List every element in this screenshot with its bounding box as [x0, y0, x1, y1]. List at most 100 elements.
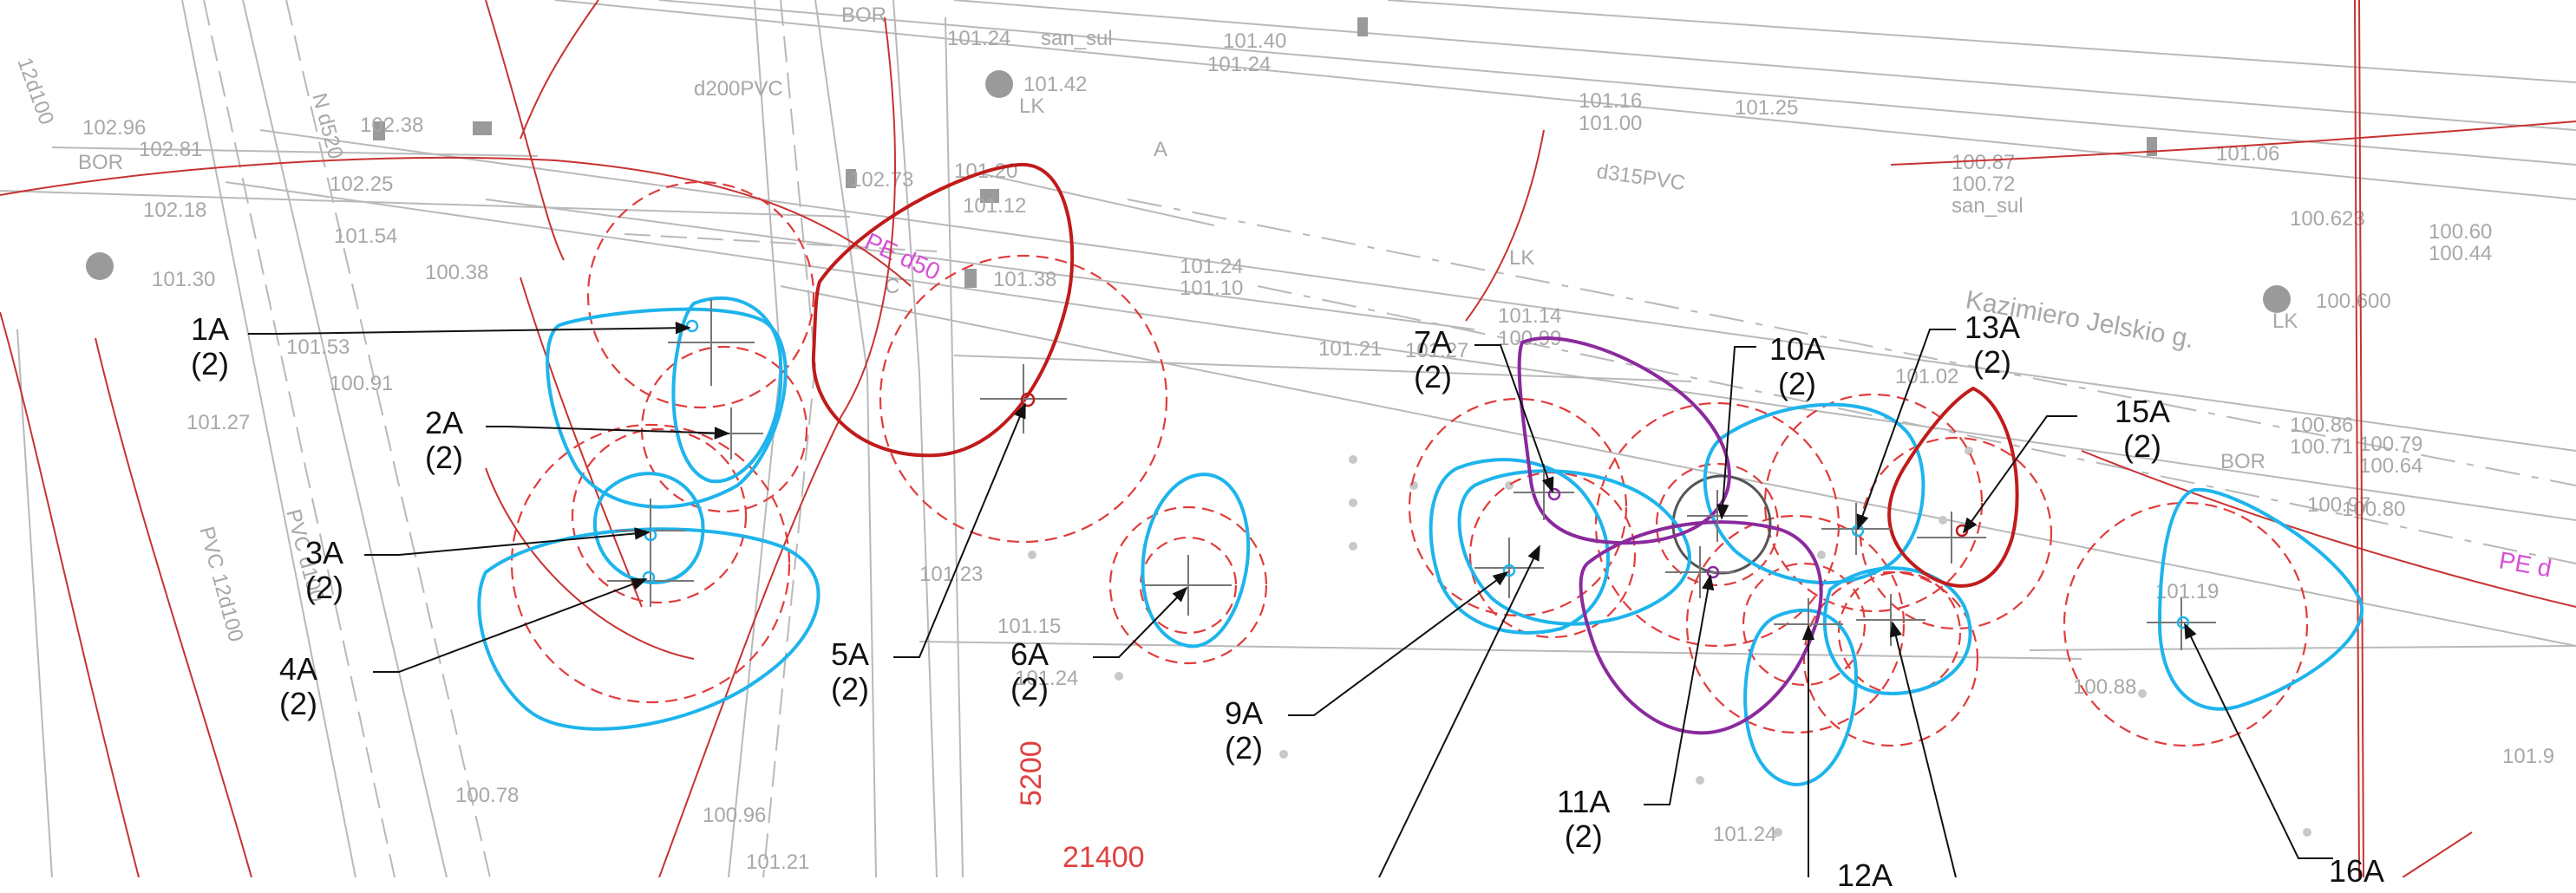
callout-2A[interactable]: 2A (2) — [425, 406, 463, 475]
callout-count: (2) — [2123, 428, 2162, 464]
elevation-label: 100.80 — [2342, 498, 2405, 521]
callout-11A[interactable]: 11A (2) — [1557, 785, 1610, 854]
callout-5A[interactable]: 5A (2) — [831, 637, 869, 707]
elevation-label: 100.79 — [2359, 433, 2422, 456]
callout-id: 15A — [2115, 394, 2171, 429]
callout-count: (2) — [1225, 730, 1264, 766]
elevation-label: 100.38 — [425, 261, 488, 284]
leader-5A — [893, 402, 1026, 658]
elevation-label: 101.16 — [1579, 89, 1642, 113]
elevation-label: 101.12 — [963, 194, 1026, 218]
leader-9A — [1288, 570, 1509, 716]
group-12A-left — [1743, 608, 1859, 787]
map-label: A — [1154, 138, 1167, 161]
map-label: BOR — [2220, 450, 2265, 473]
leader-3A — [364, 527, 651, 556]
callout-id: 1A — [191, 311, 230, 347]
leader-7A — [1474, 344, 1554, 493]
map-label: san_sul — [1952, 194, 2024, 218]
callout-1A[interactable]: 1A (2) — [191, 312, 229, 381]
callout-count: (2) — [191, 346, 230, 381]
callout-id: 5A — [831, 636, 870, 672]
callout-count: (2) — [425, 440, 464, 475]
elevation-label: 101.40 — [1223, 29, 1286, 53]
elevation-label: 100.60 — [2429, 220, 2492, 244]
elevation-label: 102.38 — [360, 114, 423, 137]
elevation-label: 101.00 — [1579, 112, 1642, 135]
group-13A — [1887, 386, 2019, 588]
callout-id: 4A — [279, 651, 318, 687]
elevation-label: 102.18 — [143, 199, 206, 222]
group-16A — [2157, 487, 2364, 711]
callout-12A[interactable]: 12A — [1837, 858, 1893, 893]
pipe-label: d200PVC — [694, 77, 783, 101]
elevation-label: 102.73 — [850, 168, 913, 192]
callout-4A[interactable]: 4A (2) — [279, 652, 317, 721]
callout-13A[interactable]: 13A (2) — [1965, 310, 2020, 380]
elevation-label: 101.30 — [152, 268, 215, 291]
leader-2A — [486, 426, 730, 440]
group-4A — [477, 527, 821, 731]
blue-group-shapes — [477, 296, 2364, 787]
map-label: BOR — [841, 3, 886, 27]
elevation-label: 100.600 — [2316, 290, 2391, 313]
elevation-label: 101.54 — [334, 225, 397, 248]
callout-3A[interactable]: 3A (2) — [305, 536, 343, 605]
leader-16A — [2184, 622, 2333, 859]
pipe-label: 12d100 — [12, 55, 58, 127]
callout-count: (2) — [279, 686, 318, 721]
elevation-label: 101.53 — [286, 336, 350, 359]
elevation-label: 100.71 — [2290, 435, 2353, 459]
map-label: san_sul — [1041, 27, 1113, 50]
callout-7A[interactable]: 7A (2) — [1414, 325, 1452, 394]
callout-id: 10A — [1769, 331, 1826, 367]
elevation-label: 100.78 — [455, 784, 519, 807]
elevation-label: 101.24 — [947, 27, 1010, 50]
map-label: LK — [1019, 95, 1044, 118]
elevation-label: 101.21 — [1318, 337, 1382, 361]
elevation-label: 102.25 — [330, 173, 393, 196]
elevation-label: 101.24 — [1713, 823, 1776, 846]
leader-13A — [1856, 329, 1956, 531]
leader-15A — [1962, 415, 2077, 534]
elevation-label: 100.97 — [2307, 493, 2370, 517]
pipe-label-pe: PE d — [2497, 546, 2553, 582]
callout-id: 2A — [425, 405, 464, 440]
elevation-label: 101.24 — [1180, 255, 1243, 278]
callout-count: (2) — [1778, 366, 1817, 401]
callout-15A[interactable]: 15A (2) — [2115, 394, 2170, 464]
elevation-label: 100.44 — [2429, 242, 2492, 265]
leader-11A — [1644, 574, 1715, 805]
callout-count: (2) — [1010, 671, 1049, 707]
elevation-label: 101.42 — [1023, 73, 1087, 96]
manhole-markers — [86, 17, 2291, 313]
callout-count: (2) — [831, 671, 870, 707]
callout-16A[interactable]: 16A — [2329, 854, 2384, 889]
group-5A — [811, 162, 1075, 458]
callout-count: (2) — [1414, 359, 1453, 394]
group-7A-outer — [1457, 469, 1691, 626]
callout-id: 3A — [305, 535, 344, 570]
callout-id: 9A — [1225, 695, 1264, 731]
callout-id: 13A — [1965, 310, 2021, 345]
elevation-label: 100.96 — [703, 804, 766, 827]
leader-lines — [248, 322, 2333, 877]
callout-6A[interactable]: 6A (2) — [1010, 637, 1049, 707]
callout-10A[interactable]: 10A (2) — [1769, 332, 1825, 401]
callout-count: (2) — [1564, 818, 1603, 854]
elevation-label: 100.623 — [2290, 207, 2365, 231]
callout-9A[interactable]: 9A (2) — [1225, 696, 1263, 766]
sheet-mark: 5200 — [1015, 740, 1048, 806]
group-1A — [546, 307, 788, 509]
elevation-label: 102.81 — [139, 138, 202, 161]
map-label: LK — [1509, 246, 1534, 270]
pipe-label: d315PVC — [1595, 160, 1687, 195]
leader-8A — [1378, 544, 1540, 877]
pipe-label: PVC 12d100 — [194, 525, 247, 644]
elevation-label: 100.88 — [2073, 675, 2136, 699]
elevation-label: 101.21 — [746, 851, 809, 874]
callout-id: 16A — [2329, 853, 2385, 889]
elevation-label: 101.9 — [2502, 745, 2554, 768]
